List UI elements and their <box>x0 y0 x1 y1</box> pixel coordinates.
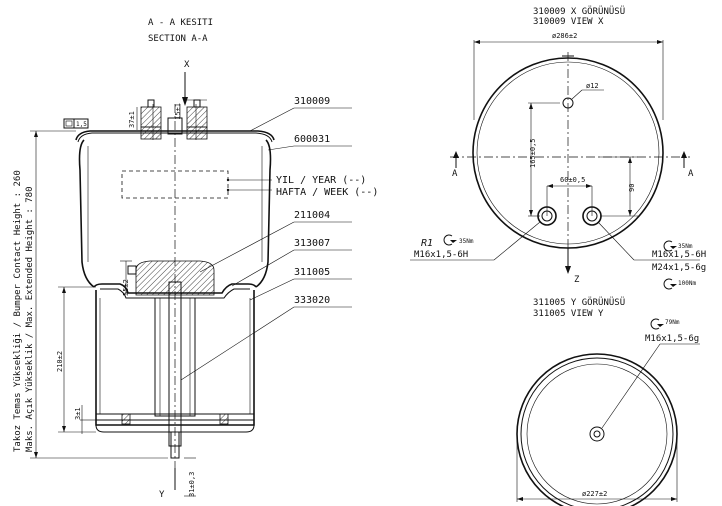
thread-left: M16x1,5-6H <box>414 250 468 260</box>
thread-right-2: M24x1,5-6g <box>652 263 706 273</box>
torque-left: 35Nm <box>459 238 474 245</box>
view-x-small-hole <box>562 97 574 109</box>
view-x-fitting-left <box>537 206 557 226</box>
dim-210: 210±2 <box>56 351 64 372</box>
view-x-dim-60: 60±0,5 <box>560 176 585 184</box>
torque-right-1: 35Nm <box>678 243 693 250</box>
max-extended-height-note: Maks. Açık Yükseklik / Max. Extended Hei… <box>25 186 35 452</box>
view-y-diameter: ø227±2 <box>582 490 607 498</box>
piston-body <box>95 290 255 426</box>
axis-x-label: X <box>184 60 190 70</box>
view-x-title-en: 310009 VIEW X <box>533 17 604 27</box>
year-label: YIL / YEAR (--) <box>276 175 366 186</box>
view-x-title-tr: 310009 X GÖRÜNÜSÜ <box>533 6 625 17</box>
bumper-contact-height-note: Takoz Temas Yüksekliği / Bumper Contact … <box>13 170 23 452</box>
bumper <box>135 260 215 296</box>
section-title-en: SECTION A-A <box>148 34 208 44</box>
part-310009: 310009 <box>294 96 330 107</box>
view-y-title-en: 311005 VIEW Y <box>533 309 604 319</box>
torque-wrench-icon <box>663 278 677 290</box>
view-y-title-tr: 311005 Y GÖRÜNÜSÜ <box>533 297 625 308</box>
top-plate <box>75 130 275 141</box>
section-marker-right: A <box>688 169 694 179</box>
dim-31: 31±0,3 <box>188 472 196 497</box>
view-x-hole-diameter: ø12 <box>586 82 599 90</box>
view-y-torque: 79Nm <box>665 319 680 326</box>
dim-37: 37±1 <box>128 111 136 128</box>
date-code-box <box>121 170 229 199</box>
flatness-value: 1,5 <box>76 121 87 128</box>
center-stud <box>168 281 182 447</box>
axis-x-arrow <box>182 97 188 106</box>
view-y-thread: M16x1,5-6g <box>645 334 699 344</box>
part-callouts: 310009 600031 211004 313007 311005 33302… <box>180 96 352 381</box>
axis-y-label: Y <box>159 490 165 500</box>
section-marker-left: A <box>452 169 458 179</box>
view-y-outer-circle <box>516 353 678 506</box>
dim-55: 55±2 <box>122 279 130 296</box>
bellow-right <box>255 139 272 288</box>
part-311005: 311005 <box>294 267 330 278</box>
torque-right-2: 100Nm <box>678 280 696 287</box>
view-x-axis-z: Z <box>574 275 580 285</box>
view-x-diameter: ø286±2 <box>552 32 577 40</box>
section-title-tr: A - A KESITI <box>148 18 213 28</box>
view-x: 310009 X GÖRÜNÜSÜ 310009 VIEW X ø286±2 ø… <box>410 6 706 290</box>
view-y: 311005 Y GÖRÜNÜSÜ 311005 VIEW Y 79Nm M16… <box>516 297 700 506</box>
bellow-left <box>78 139 95 288</box>
week-label: HAFTA / WEEK (--) <box>276 187 378 198</box>
dim-15: 15±1 <box>174 103 182 120</box>
view-y-center-hole <box>589 426 605 442</box>
view-x-dim-90: 90 <box>628 184 636 192</box>
part-333020: 333020 <box>294 295 330 306</box>
torque-wrench-icon <box>650 318 664 330</box>
dim-3: 3±1 <box>74 407 82 420</box>
thread-right-1: M16x1,5-6H <box>652 250 706 260</box>
r1-label: R1 <box>421 238 433 249</box>
part-600031: 600031 <box>294 134 330 145</box>
part-211004: 211004 <box>294 210 330 221</box>
piston-top <box>93 283 257 294</box>
torque-wrench-icon <box>443 234 457 246</box>
torque-wrench-icon <box>663 240 677 252</box>
view-x-dim-165: 165±0,5 <box>529 138 537 168</box>
part-313007: 313007 <box>294 238 330 249</box>
flatness-tolerance: 1,5 <box>63 118 89 129</box>
inner-tube <box>154 297 196 417</box>
section-view: A - A KESITI SECTION A-A X 15±1 37±1 <box>13 18 378 500</box>
